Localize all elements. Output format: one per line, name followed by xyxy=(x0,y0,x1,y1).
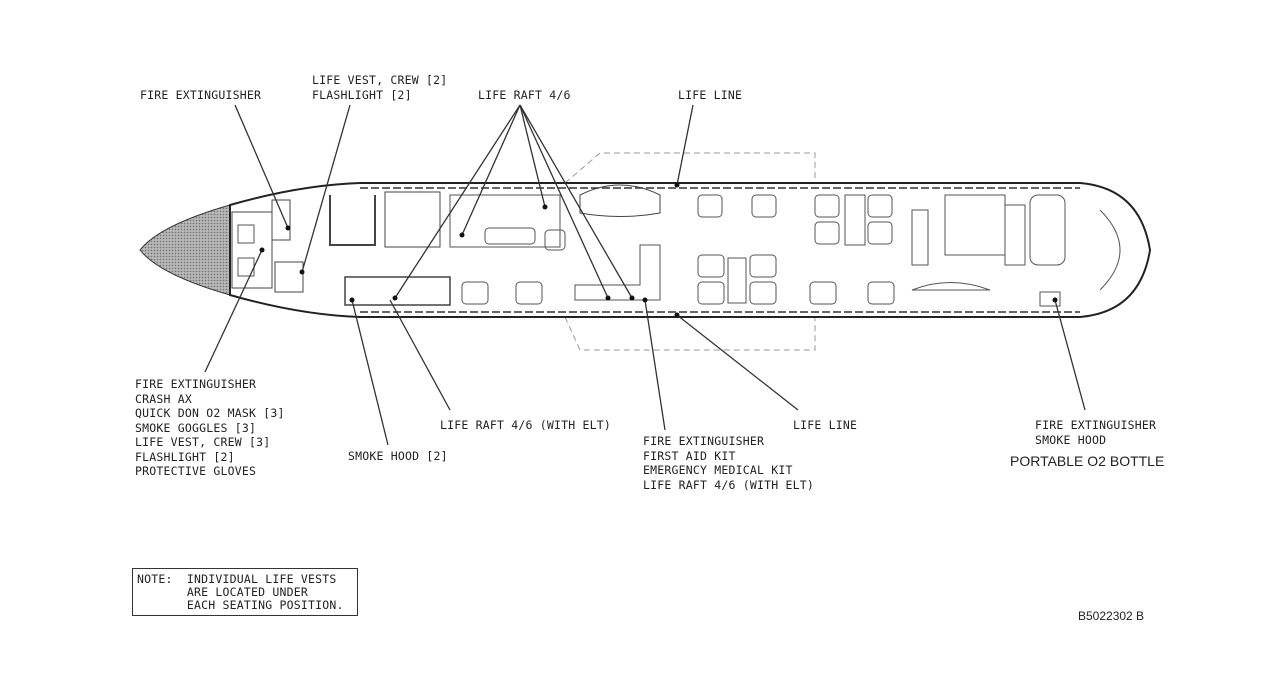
label-line: SMOKE GOGGLES [3] xyxy=(135,420,257,435)
label-line: LIFE RAFT 4/6 (WITH ELT) xyxy=(643,477,814,492)
note-box: NOTE: INDIVIDUAL LIFE VESTS ARE LOCATED … xyxy=(132,568,358,616)
nose-radome xyxy=(139,204,231,296)
label-line: CRASH AX xyxy=(135,391,192,406)
label-life-raft-elt: LIFE RAFT 4/6 (WITH ELT) xyxy=(440,418,611,432)
label-smoke-hood: SMOKE HOOD [2] xyxy=(348,449,448,463)
note-line: ARE LOCATED UNDER xyxy=(137,585,308,599)
label-portable-o2-bottle: PORTABLE O2 BOTTLE xyxy=(1010,453,1165,469)
label-line: PROTECTIVE GLOVES xyxy=(135,464,257,478)
label-line: SMOKE HOOD xyxy=(1035,432,1107,447)
note-line: EACH SEATING POSITION. xyxy=(137,598,344,612)
label-line: EMERGENCY MEDICAL KIT xyxy=(643,463,793,477)
label-line: LIFE VEST, CREW [2] xyxy=(312,73,448,87)
label-line: FIRE EXTINGUISHER xyxy=(643,434,765,448)
label-line: FIRE EXTINGUISHER xyxy=(1035,418,1157,432)
label-line: FLASHLIGHT [2] xyxy=(135,449,235,464)
label-life-line-top: LIFE LINE xyxy=(678,88,743,102)
label-life-vest-crew: LIFE VEST, CREW [2]FLASHLIGHT [2] xyxy=(312,73,447,102)
label-life-line-bottom: LIFE LINE xyxy=(793,418,858,432)
note-line: NOTE: INDIVIDUAL LIFE VESTS xyxy=(137,572,337,586)
wing-outline-top xyxy=(564,152,816,184)
label-line: QUICK DON O2 MASK [3] xyxy=(135,406,285,420)
wing-outline-bottom xyxy=(564,316,816,351)
label-fire-extinguisher-cockpit: FIRE EXTINGUISHER xyxy=(140,88,262,102)
label-line: LIFE VEST, CREW [3] xyxy=(135,435,271,449)
fuselage xyxy=(229,182,1152,318)
label-line: FIRST AID KIT xyxy=(643,448,736,463)
drawing-number: B5022302 B xyxy=(1078,609,1145,623)
label-line: FLASHLIGHT [2] xyxy=(312,87,412,102)
label-line: FIRE EXTINGUISHER xyxy=(135,377,257,391)
label-life-raft: LIFE RAFT 4/6 xyxy=(478,88,571,102)
